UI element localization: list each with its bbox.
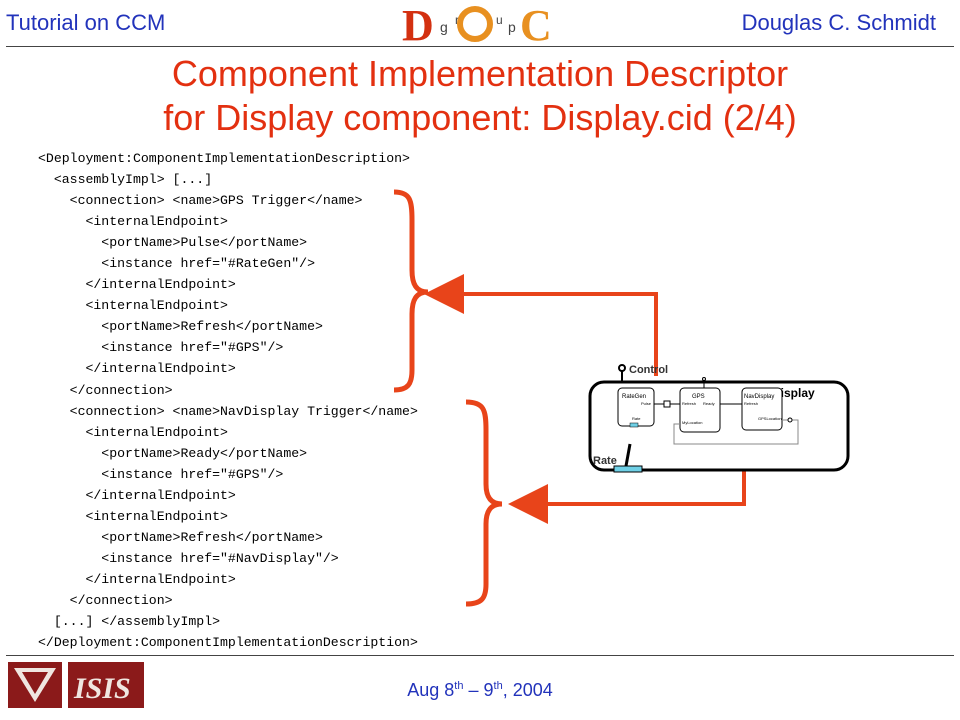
navdisplay-name: NavDisplay	[744, 394, 774, 400]
code-line: <portName>Refresh</portName>	[38, 529, 323, 545]
code-line: <portName>Ready</portName>	[38, 445, 308, 461]
vanderbilt-isis-logo: ISIS	[8, 662, 144, 708]
logo-letter-r: r	[455, 13, 459, 27]
footer-divider	[6, 655, 954, 656]
code-line: <internalEndpoint>	[38, 214, 228, 230]
code-line: <Deployment:ComponentImplementationDescr…	[38, 151, 410, 166]
logo-letter-p: p	[508, 19, 516, 35]
rate-port	[613, 465, 643, 473]
slide-title: Component Implementation Descriptor for …	[0, 52, 960, 140]
brace-navdisplay-trigger	[465, 399, 503, 607]
code-line: </internalEndpoint>	[38, 487, 236, 503]
logo-letter-c: C	[520, 2, 552, 46]
doc-group-logo: D g r u p C	[402, 2, 552, 46]
code-line: <instance href="#NavDisplay"/>	[38, 550, 339, 566]
code-line: <instance href="#GPS"/>	[38, 340, 284, 356]
control-label: Control	[629, 364, 668, 376]
gps-component	[679, 387, 721, 433]
slide-title-line2: for Display component: Display.cid (2/4)	[163, 97, 797, 138]
code-line: <assemblyImpl> [...]	[38, 172, 213, 188]
code-line: <connection> <name>GPS Trigger</name>	[38, 193, 363, 209]
control-port-icon	[618, 364, 626, 372]
rate-label: Rate	[593, 455, 617, 467]
code-line: <internalEndpoint>	[38, 298, 228, 314]
code-line: <portName>Refresh</portName>	[38, 319, 323, 335]
code-line: </Deployment:ComponentImplementationDesc…	[38, 635, 418, 651]
display-label: Display	[772, 386, 815, 400]
code-line: <instance href="#RateGen"/>	[38, 256, 315, 272]
code-line: <internalEndpoint>	[38, 508, 228, 524]
logo-letter-d: D	[402, 2, 434, 46]
code-line: <instance href="#GPS"/>	[38, 466, 284, 482]
code-line: </connection>	[38, 382, 173, 398]
navdisplay-component	[741, 387, 783, 431]
isis-logo-text: ISIS	[73, 672, 131, 705]
gps-name: GPS	[692, 394, 705, 400]
code-line: <connection> <name>NavDisplay Trigger</n…	[38, 403, 418, 419]
code-line: </connection>	[38, 592, 173, 608]
header-divider	[6, 46, 954, 47]
rategen-name: RateGen	[622, 394, 646, 400]
header-left-title: Tutorial on CCM	[6, 10, 166, 35]
xml-code-block: <Deployment:ComponentImplementationDescr…	[38, 148, 418, 653]
code-line: <internalEndpoint>	[38, 424, 228, 440]
rategen-port-pulse: Pulse	[641, 401, 652, 406]
navdisplay-port-gpslocation: GPSLocation	[758, 416, 782, 421]
navdisplay-port-refresh: Refresh	[744, 401, 758, 406]
code-line: </internalEndpoint>	[38, 571, 236, 587]
gps-port-refresh: Refresh	[682, 401, 696, 406]
logo-letter-g: g	[440, 19, 448, 35]
gps-port-mylocation: MyLocation	[682, 420, 702, 425]
header-right-author: Douglas C. Schmidt	[741, 10, 936, 35]
code-line: </internalEndpoint>	[38, 277, 236, 293]
rategen-port-rate: Rate	[632, 416, 641, 421]
slide-title-line1: Component Implementation Descriptor	[171, 53, 789, 94]
footer-date: Aug 8th – 9th, 2004	[407, 680, 553, 700]
code-line: [...] </assemblyImpl>	[38, 614, 221, 630]
brace-gps-trigger	[393, 189, 429, 393]
logo-letter-u: u	[496, 13, 503, 27]
gps-port-ready: Ready	[703, 401, 715, 406]
arrow-gps-trigger	[424, 274, 658, 376]
code-line: </internalEndpoint>	[38, 361, 236, 377]
code-line: <portName>Pulse</portName>	[38, 235, 308, 251]
